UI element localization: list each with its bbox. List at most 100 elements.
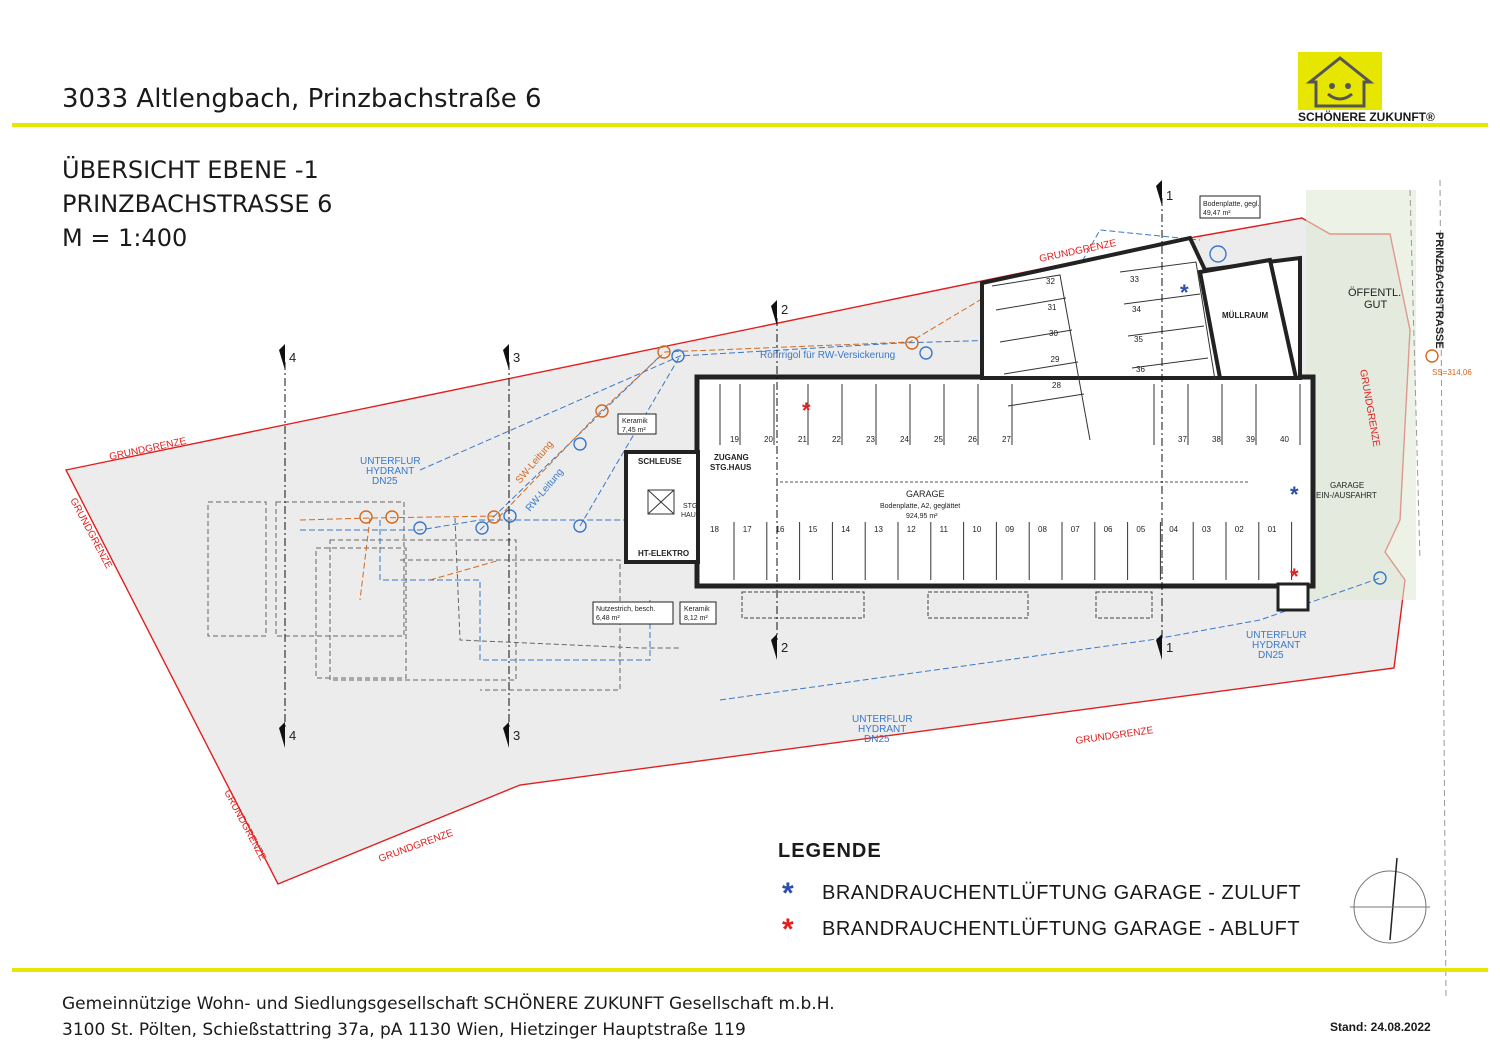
hydrant-label: UNTERFLUR <box>852 714 913 725</box>
stand-date: Stand: 24.08.2022 <box>1330 1020 1431 1034</box>
zugang-label: STG.HAUS <box>710 463 752 472</box>
muellraum-room <box>1197 257 1299 380</box>
street-strip <box>1306 190 1416 600</box>
parking-spot-number: 25 <box>934 435 943 444</box>
legend-label: BRANDRAUCHENTLÜFTUNG GARAGE - ABLUFT <box>822 918 1301 940</box>
supply-air-star: * <box>1290 482 1299 507</box>
ht-elektro-label: HT-ELEKTRO <box>638 549 689 558</box>
north-arrow <box>1350 857 1430 944</box>
legend-item-supply: * BRANDRAUCHENTLÜFTUNG GARAGE - ZULUFT <box>782 876 1301 910</box>
title-line-2: PRINZBACHSTRASSE 6 <box>62 190 333 218</box>
hydrant-label: UNTERFLUR <box>1246 630 1307 641</box>
parking-spot-number: 35 <box>1134 335 1143 344</box>
footer: Gemeinnützige Wohn- und Siedlungsgesells… <box>62 991 835 1043</box>
section-markers <box>284 198 1163 728</box>
title-line-3: M = 1:400 <box>62 224 188 252</box>
parking-spot-number: 30 <box>1049 329 1058 338</box>
manhole-markers <box>359 245 1439 585</box>
legend-item-exhaust: * BRANDRAUCHENTLÜFTUNG GARAGE - ABLUFT <box>782 912 1301 946</box>
nutzestrich-area: 6,48 m² <box>596 615 620 622</box>
hydrant-label: HYDRANT <box>1252 640 1300 651</box>
title-line-1: ÜBERSICHT EBENE -1 <box>62 156 319 184</box>
parking-spot-number: 27 <box>1002 435 1011 444</box>
nutzestrich-label: Nutzestrich, besch. <box>596 606 656 613</box>
hydrant-label: HYDRANT <box>366 466 414 477</box>
section-number: 2 <box>781 302 788 317</box>
hydrant-label: DN25 <box>864 734 890 745</box>
garage-entry-label: GARAGE <box>1330 481 1364 490</box>
room-tags <box>592 195 1261 625</box>
hydrant-label: HYDRANT <box>858 724 906 735</box>
section-number: 4 <box>289 728 296 743</box>
exhaust-star-icon: * <box>782 912 795 946</box>
parking-spot-number: 11 <box>940 525 949 534</box>
parking-spot-number: 36 <box>1136 365 1145 374</box>
hydrant-label: UNTERFLUR <box>360 456 421 467</box>
parking-spot-number: 12 <box>907 525 916 534</box>
section-number: 3 <box>513 728 520 743</box>
parking-spot-number: 33 <box>1130 275 1139 284</box>
company-logo: SCHÖNERE ZUKUNFT® <box>1298 52 1448 127</box>
section-flags <box>279 180 1162 748</box>
bodenplatte-label: Bodenplatte, gegl. <box>1203 201 1259 208</box>
parking-spot-number: 39 <box>1246 435 1255 444</box>
parking-spot-number: 21 <box>798 435 807 444</box>
parking-spot-number: 34 <box>1132 305 1141 314</box>
section-number: 2 <box>781 640 788 655</box>
garage-area-label: 924,95 m² <box>906 513 938 520</box>
garage-entry-label: EIN-/AUSFAHRT <box>1316 491 1377 500</box>
schleuse-label: SCHLEUSE <box>638 457 682 466</box>
zugang-label: ZUGANG <box>714 453 749 462</box>
section-number: 1 <box>1166 640 1173 655</box>
supply-star-icon: * <box>782 876 795 910</box>
parking-spot-number: 28 <box>1052 381 1061 390</box>
exhaust-air-star: * <box>1290 564 1299 589</box>
parking-spot-number: 06 <box>1104 525 1113 534</box>
parking-spot-number: 08 <box>1038 525 1047 534</box>
parking-spot-number: 37 <box>1178 435 1187 444</box>
parking-spot-number: 24 <box>900 435 909 444</box>
parking-spot-number: 23 <box>866 435 875 444</box>
ss-level: SS=314,06 <box>1432 368 1472 377</box>
bodenplatte-area: 49,47 m² <box>1203 210 1231 217</box>
parking-spot-number: 02 <box>1235 525 1244 534</box>
parking-spot-number: 26 <box>968 435 977 444</box>
parking-row-bottom <box>733 522 1293 580</box>
parking-spot-number: 19 <box>730 435 739 444</box>
bottom-rule <box>12 968 1488 972</box>
parking-spot-number: 09 <box>1005 525 1014 534</box>
footer-line-2: 3100 St. Pölten, Schießstattring 37a, pA… <box>62 1020 746 1040</box>
parking-spot-number: 01 <box>1268 525 1277 534</box>
public-land-label-2: GUT <box>1364 299 1388 311</box>
sw-pipes <box>299 299 981 601</box>
stair-core <box>624 450 700 564</box>
keramik-area: 8,12 m² <box>684 615 708 622</box>
hydrant-label: DN25 <box>1258 650 1284 661</box>
parking-spot-number: 32 <box>1046 277 1055 286</box>
muellraum-label: MÜLLRAUM <box>1222 311 1269 320</box>
garage-label: GARAGE <box>906 489 945 499</box>
parking-spot-number: 17 <box>743 525 752 534</box>
existing-structure-outline <box>207 501 680 691</box>
section-number: 1 <box>1166 188 1173 203</box>
street-label: PRINZBACHSTRASSE <box>1433 232 1445 349</box>
parking-spot-number: 18 <box>710 525 719 534</box>
exhaust-air-star: * <box>802 398 811 423</box>
stg-label: HAUS <box>681 512 701 519</box>
section-number: 4 <box>289 350 296 365</box>
parking-spot-number: 22 <box>832 435 841 444</box>
keramik-label: Keramik <box>622 418 648 425</box>
rw-pipes <box>300 229 1381 701</box>
parking-row-top <box>719 384 1301 445</box>
stg-label: STG. <box>683 503 699 510</box>
boundary-label: GRUNDGRENZE <box>1075 725 1154 747</box>
parking-spot-number: 03 <box>1202 525 1211 534</box>
parking-spot-number: 04 <box>1169 525 1178 534</box>
parking-spot-number: 16 <box>776 525 785 534</box>
parking-spot-number: 05 <box>1136 525 1145 534</box>
legend-title: LEGENDE <box>778 840 882 862</box>
parking-spot-number: 14 <box>841 525 850 534</box>
keramik-area: 7,45 m² <box>622 427 646 434</box>
